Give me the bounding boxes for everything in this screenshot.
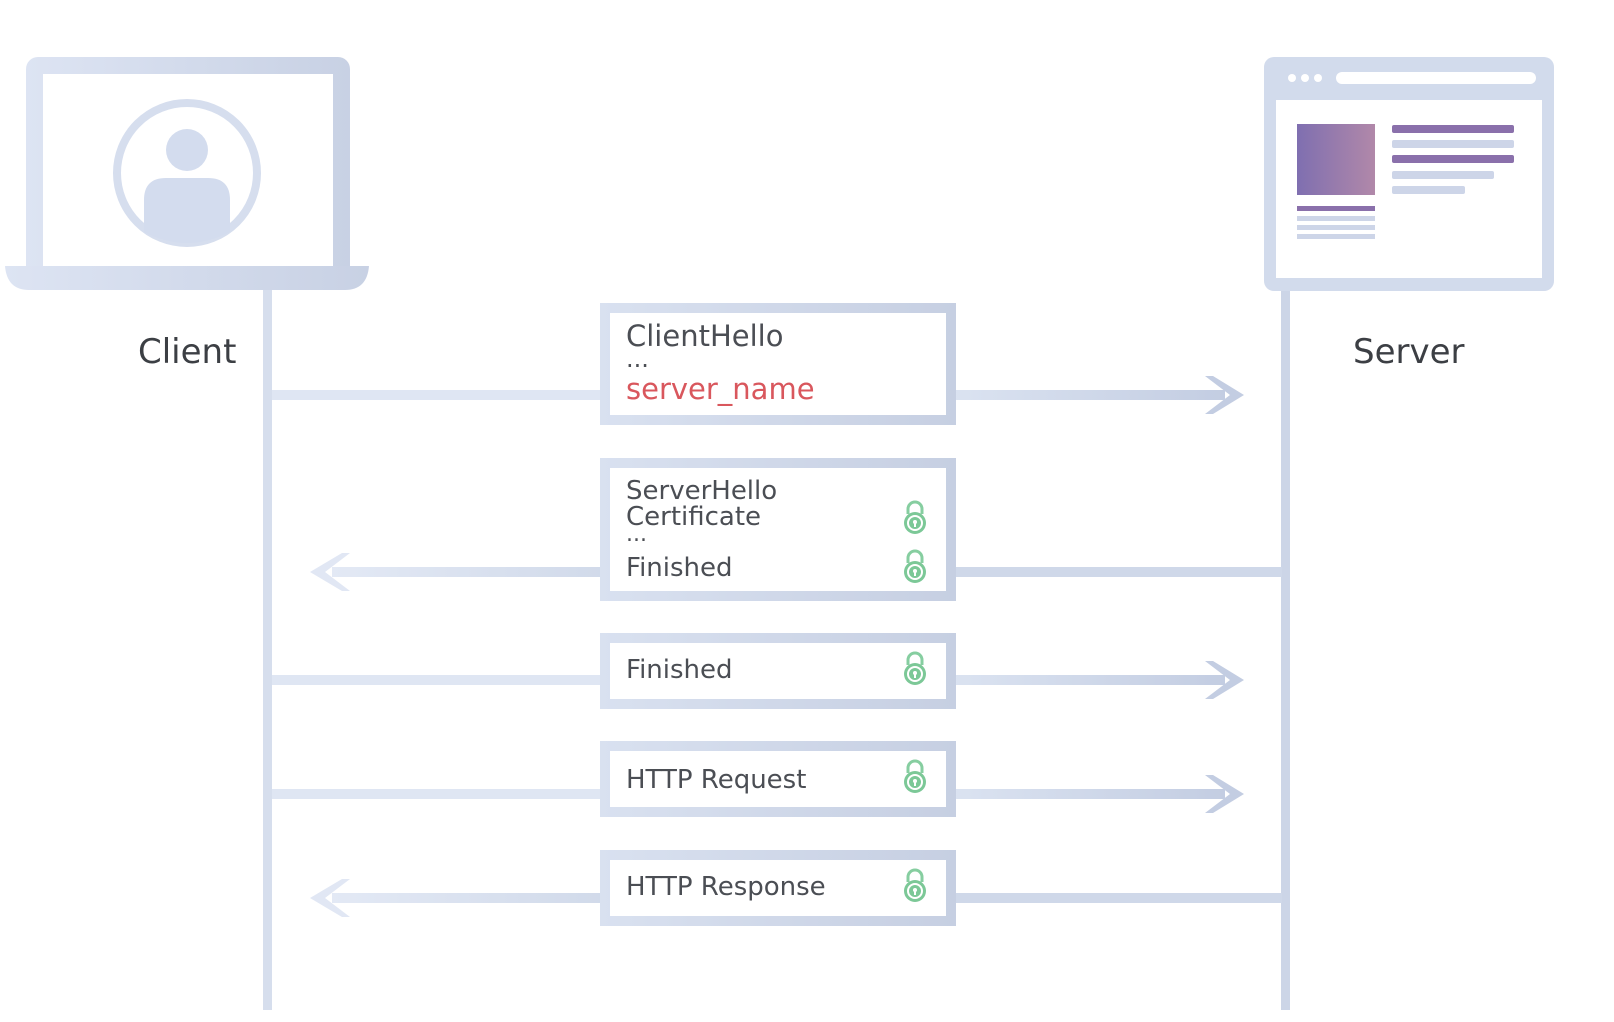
message-line: Finished xyxy=(626,655,733,685)
message-line: ... xyxy=(626,522,647,547)
message-box-client-hello: ClientHello ... server_name xyxy=(600,303,956,425)
message-line: Finished xyxy=(626,553,733,583)
server-browser-icon xyxy=(1264,57,1554,291)
message-line: ... xyxy=(626,345,649,373)
message-line: HTTP Response xyxy=(626,872,826,902)
message-line: Certificate xyxy=(626,502,762,532)
message-2-arrow xyxy=(310,553,1282,591)
lock-icon xyxy=(904,868,926,902)
message-1-arrow xyxy=(272,376,1244,414)
server-name-extension: server_name xyxy=(626,372,815,406)
server-lifeline xyxy=(1281,285,1290,1010)
message-box-finished: Finished xyxy=(600,633,956,709)
message-box-http-request: HTTP Request xyxy=(600,741,956,817)
lock-icon xyxy=(904,500,926,534)
message-line: ClientHello xyxy=(626,319,784,353)
server-label: Server xyxy=(1353,332,1465,372)
message-5-arrow xyxy=(310,879,1282,917)
lock-icon xyxy=(904,651,926,685)
message-4-arrow xyxy=(272,775,1244,813)
client-lifeline xyxy=(263,285,272,1010)
lock-icon xyxy=(904,549,926,583)
client-label: Client xyxy=(138,332,237,372)
client-laptop-icon xyxy=(5,57,369,290)
message-box-http-response: HTTP Response xyxy=(600,850,956,926)
message-box-server-hello: ServerHello Certificate ... Finished xyxy=(600,458,956,601)
lock-icon xyxy=(904,759,926,793)
message-line: ServerHello xyxy=(626,476,778,506)
message-line: HTTP Request xyxy=(626,765,807,795)
message-3-arrow xyxy=(272,661,1244,699)
